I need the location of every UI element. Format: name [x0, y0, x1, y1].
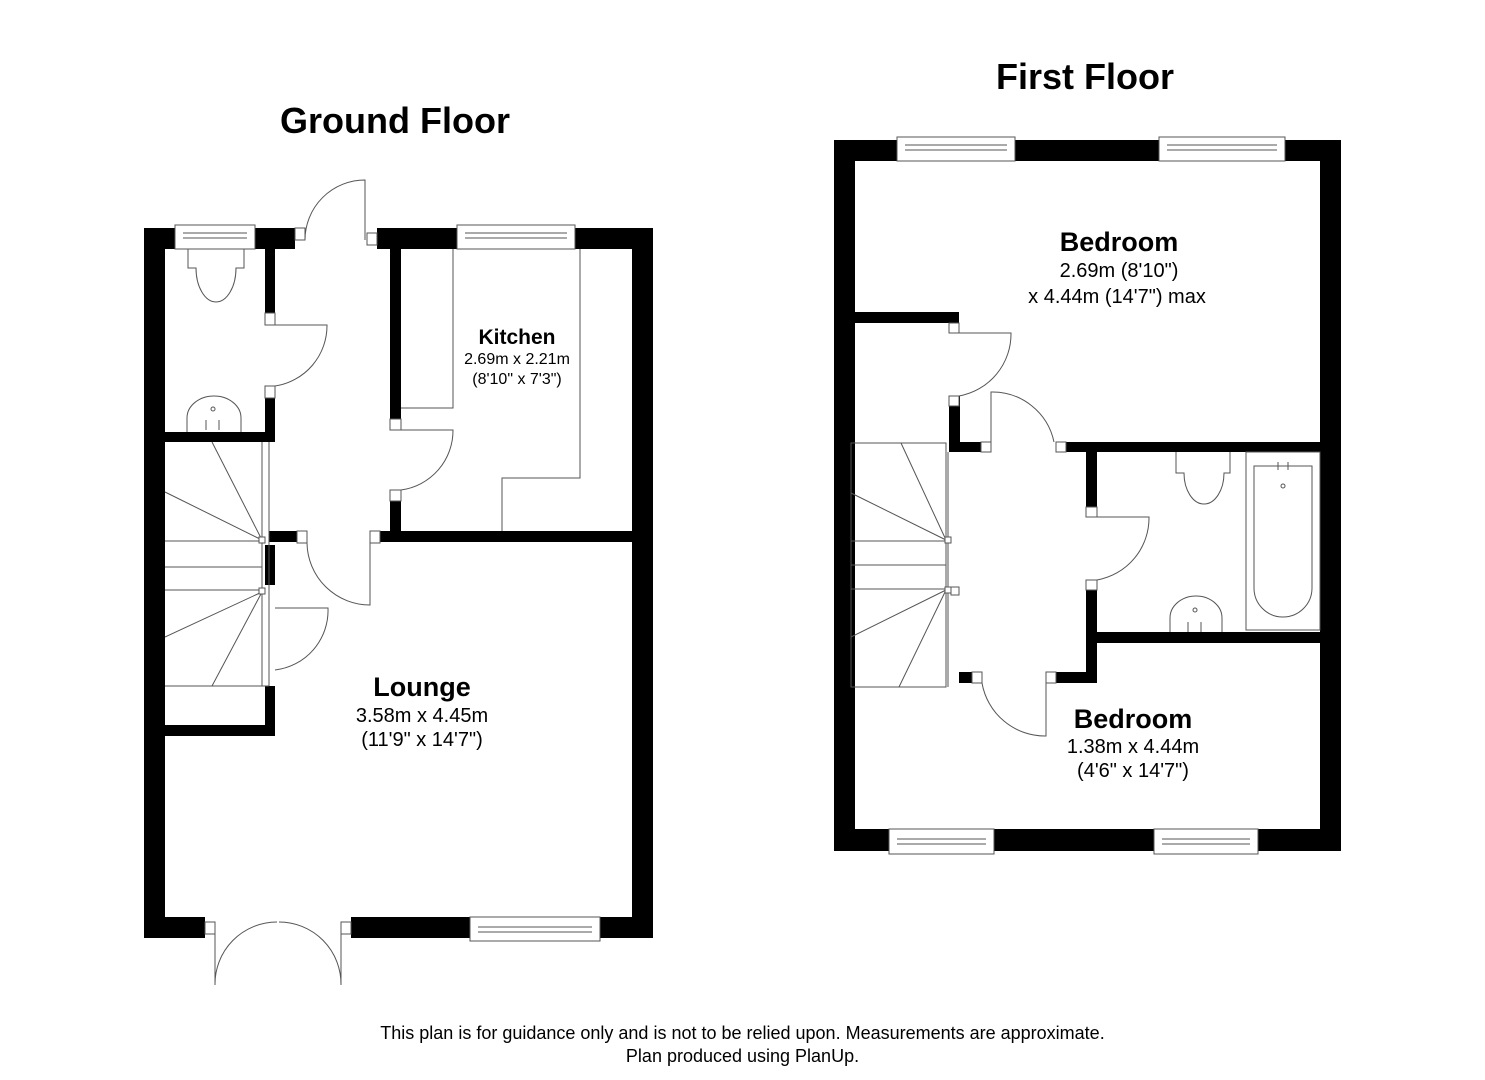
kitchen-dim-metric: 2.69m x 2.21m: [464, 351, 570, 368]
bedroom-2-name: Bedroom: [1074, 704, 1193, 734]
kitchen-name: Kitchen: [478, 326, 555, 349]
bedroom-1-name: Bedroom: [1060, 227, 1179, 257]
first-floor-plan: First Floor Bedroom 2.69m (8'10") x 4.44…: [834, 56, 1341, 855]
bedroom-1-dim-imperial: x 4.44m (14'7") max: [1028, 286, 1206, 308]
ground-floor-title: Ground Floor: [280, 100, 510, 141]
credit-text: Plan produced using PlanUp.: [625, 1046, 860, 1066]
lounge-dim-imperial: (11'9" x 14'7"): [361, 729, 483, 751]
lounge-name: Lounge: [373, 672, 470, 702]
first-floor-title: First Floor: [996, 56, 1174, 97]
bedroom-1-dim-metric: 2.69m (8'10"): [1060, 260, 1179, 282]
bedroom-2-dim-imperial: (4'6" x 14'7"): [1077, 760, 1189, 782]
disclaimer-text: This plan is for guidance only and is no…: [380, 1023, 1105, 1043]
lounge-dim-metric: 3.58m x 4.45m: [356, 705, 488, 727]
ground-stairs: [164, 441, 270, 687]
ground-floor-plan: Ground Floor Kitchen 2.69m x 2.21m (8'10…: [144, 100, 653, 986]
bedroom-2-dim-metric: 1.38m x 4.44m: [1067, 736, 1199, 758]
kitchen-dim-imperial: (8'10" x 7'3"): [472, 371, 562, 388]
first-stairs: [850, 442, 960, 688]
